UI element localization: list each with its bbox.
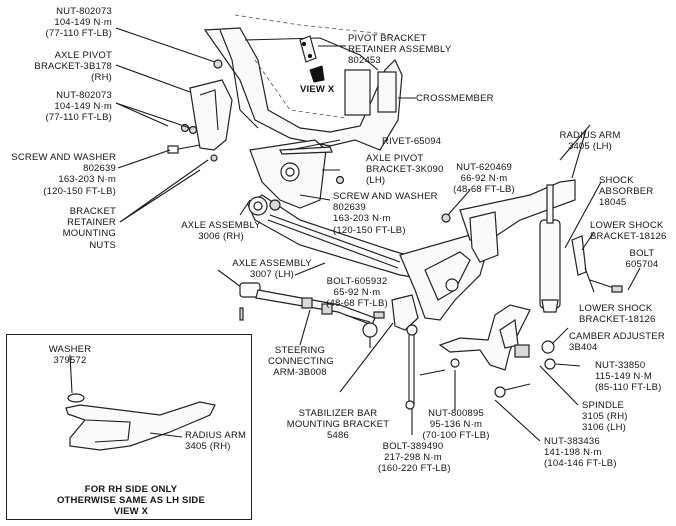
lh-pivot-bracket-drawing [249, 139, 345, 209]
label-screw-washer-center: SCREW AND WASHER 802639 163-203 N·m (120… [333, 191, 438, 236]
label-axle-assembly-rh: AXLE ASSEMBLY 3006 (RH) [181, 220, 261, 243]
label-screw-washer-left: SCREW AND WASHER 802639 163-203 N·m (120… [11, 152, 116, 197]
label-nut-33850: NUT-33850 115-149 N·M (85-110 FT-LB) [595, 360, 662, 394]
inset-label-radius-arm-rh: RADIUS ARM 3405 (RH) [185, 430, 247, 453]
label-bracket-retainer-nuts: BRACKET RETAINER MOUNTING NUTS [62, 206, 116, 251]
label-rivet: RIVET-65094 [382, 136, 442, 147]
label-spindle: SPINDLE 3105 (RH) 3106 (LH) [582, 400, 628, 434]
radius-arm-drawing [441, 124, 591, 263]
label-axle-pivot-bracket-rh: AXLE PIVOT BRACKET-3B178 (RH) [34, 50, 112, 84]
label-radius-arm-lh: RADIUS ARM 3405 (LH) [559, 130, 621, 153]
label-camber-adjuster: CAMBER ADJUSTER 3B404 [569, 331, 665, 354]
label-lower-shock-bracket-top: LOWER SHOCK BRACKET-18126 [590, 220, 667, 243]
label-nut-802073-top: NUT-802073 104-149 N·m (77-110 FT-LB) [45, 6, 112, 40]
label-nut-383436: NUT-383436 141-198 N·m (104-146 FT-LB) [544, 436, 617, 470]
pivot-bracket-retainer-drawing [299, 35, 325, 83]
inset-radius-arm-drawing [65, 393, 216, 451]
label-lower-shock-bracket-bottom: LOWER SHOCK BRACKET-18126 [579, 303, 656, 326]
leader-lines [69, 27, 641, 442]
axle-beams-drawing [247, 194, 491, 321]
label-stabilizer-bar-bracket: STABILIZER BAR MOUNTING BRACKET 5486 [286, 408, 390, 442]
rh-pivot-bracket-drawing [167, 59, 233, 162]
label-crossmember: CROSSMEMBER [416, 93, 494, 104]
label-axle-assembly-lh: AXLE ASSEMBLY 3007 (LH) [232, 258, 312, 281]
label-steering-connecting-arm: STEERING CONNECTING ARM-3B008 [268, 345, 334, 379]
label-bolt-389490: BOLT-389490 217-298 N·m (160-220 FT-LB) [378, 441, 451, 475]
shock-absorber-drawing [539, 184, 623, 313]
label-pivot-bracket-retainer: PIVOT BRACKET RETAINER ASSEMBLY 802453 [348, 33, 452, 67]
stabilizer-bracket-drawing [391, 294, 419, 410]
label-nut-620469: NUT-620469 66-92 N·m (48-68 FT-LB) [453, 162, 515, 196]
inset-caption: FOR RH SIDE ONLY OTHERWISE SAME AS LH SI… [56, 484, 206, 518]
label-view-x: VIEW X [300, 84, 335, 95]
label-bolt-605932: BOLT-605932 65-92 N·m (48-68 FT-LB) [326, 276, 388, 310]
inset-view-x [6, 334, 252, 520]
label-nut-800895: NUT-800895 95-136 N·m (70-100 FT-LB) [422, 408, 490, 442]
spindle-drawing [419, 304, 556, 398]
label-nut-802073-mid: NUT-802073 104-149 N·m (77-110 FT-LB) [45, 90, 112, 124]
inset-label-washer: WASHER 379572 [48, 344, 92, 367]
label-bolt-605704: BOLT 605704 [625, 248, 659, 271]
label-axle-pivot-bracket-lh: AXLE PIVOT BRACKET-3K090 (LH) [366, 153, 444, 187]
steering-arm-drawing [217, 269, 385, 348]
label-shock-absorber: SHOCK ABSORBER 18045 [599, 175, 654, 209]
crossmember-drawing [203, 14, 403, 151]
